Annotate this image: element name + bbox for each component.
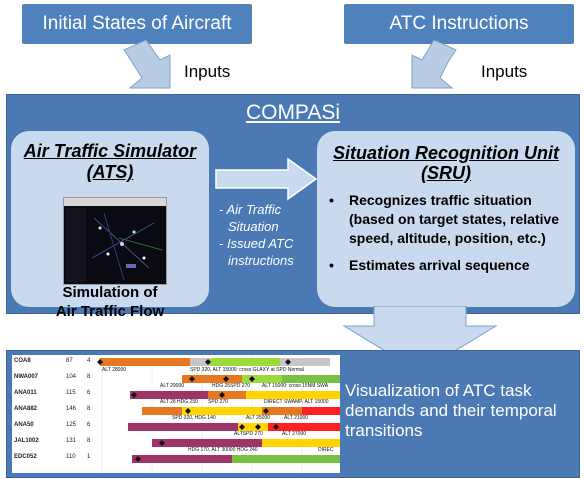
ats-caption-line1: Simulation of bbox=[62, 284, 158, 301]
flight-value-1: 146 bbox=[66, 406, 77, 412]
compasi-title: COMPASi bbox=[245, 101, 341, 124]
task-demand-gantt: COA8 87 4 NWA007 104 8 ANA011 115 6 ANA8… bbox=[12, 355, 340, 473]
annotation: ALT 28 HDG 250 bbox=[160, 399, 198, 405]
initial-states-label: Initial States of Aircraft bbox=[42, 13, 232, 34]
sru-panel: Situation Recognition Unit (SRU) Recogni… bbox=[317, 131, 575, 307]
ats-title-line2: (ATS) bbox=[86, 162, 134, 182]
annotation: SPD 320, ALT 15000: cross GLAXY at SPD N… bbox=[190, 367, 304, 373]
flight-id: ANA882 bbox=[14, 406, 38, 412]
sru-bullet-1: Recognizes traffic situation (based on t… bbox=[325, 191, 571, 248]
gantt-row: EDC052 110 1 bbox=[12, 453, 340, 466]
flight-id: ANA50 bbox=[14, 422, 34, 428]
sru-bullet-2: Estimates arrival sequence bbox=[325, 256, 571, 275]
atc-instructions-box: ATC Instructions bbox=[344, 4, 574, 44]
flight-value-1: 115 bbox=[66, 390, 76, 396]
sru-title-line2: (SRU) bbox=[421, 163, 471, 183]
inputs-label-right: Inputs bbox=[481, 62, 528, 81]
visualization-description: Visualization of ATC task demands and th… bbox=[345, 381, 557, 440]
flight-value-1: 87 bbox=[66, 358, 73, 364]
gantt-row: ANA011 115 6 bbox=[12, 389, 340, 402]
annotation: DIRECT SWAMP, ALT 15000 bbox=[264, 399, 329, 405]
flight-value-2: 8 bbox=[87, 374, 91, 380]
annotation: SPD 320, HDG 140 bbox=[172, 415, 216, 421]
flight-value-2: 6 bbox=[87, 390, 91, 396]
ats-caption: Simulation of Air Traffic Flow bbox=[11, 283, 209, 321]
flight-value-1: 104 bbox=[66, 374, 77, 380]
annotation: ALT 29000 bbox=[160, 383, 185, 389]
flight-id: ANA011 bbox=[14, 390, 37, 396]
radar-display bbox=[64, 198, 166, 282]
annotation: ALT 28000 bbox=[102, 367, 127, 373]
flight-value-1: 131 bbox=[66, 438, 77, 444]
inputs-label-left: Inputs bbox=[184, 62, 231, 81]
annotation: ALT 21000 bbox=[284, 415, 309, 421]
flow-label-1: - Air Traffic bbox=[219, 202, 282, 217]
flow-label-4: instructions bbox=[228, 253, 294, 268]
annotation: SPD 270 bbox=[208, 399, 229, 405]
gantt-bars bbox=[97, 355, 340, 473]
right-input-arrow bbox=[411, 39, 457, 89]
flow-label-2: Situation bbox=[228, 219, 279, 234]
input-arrows bbox=[123, 39, 457, 89]
gantt-row: NWA007 104 8 bbox=[12, 373, 340, 386]
simulator-screenshot bbox=[63, 197, 167, 285]
annotation: ALT 27000 bbox=[282, 431, 307, 437]
sru-title: Situation Recognition Unit (SRU) bbox=[317, 143, 575, 183]
annotation: HDG 170, ALT 30000 HDG 240 bbox=[188, 447, 258, 453]
down-arrow bbox=[342, 306, 498, 373]
flow-label-3: - Issued ATC bbox=[219, 236, 294, 251]
ats-title: Air Traffic Simulator (ATS) bbox=[11, 141, 209, 183]
flight-id: JAL1002 bbox=[14, 438, 39, 444]
flight-value-2: 1 bbox=[87, 454, 91, 460]
flight-value-2: 4 bbox=[87, 358, 91, 364]
annotation: ALT 15000: cross 15NM SWA bbox=[262, 383, 329, 389]
compasi-container: COMPASi Air Traffic Simulator (ATS) bbox=[6, 94, 580, 320]
gantt-annotations: ALT 28000 SPD 320, ALT 15000: cross GLAX… bbox=[12, 355, 340, 473]
ats-title-line1: Air Traffic Simulator bbox=[23, 141, 197, 161]
gantt-row: ANA50 125 6 bbox=[12, 421, 340, 434]
flight-id: NWA007 bbox=[14, 374, 39, 380]
ats-panel: Air Traffic Simulator (ATS) Simulation o… bbox=[11, 131, 209, 320]
gantt-row: JAL1002 131 8 bbox=[12, 437, 340, 450]
initial-states-box: Initial States of Aircraft bbox=[22, 4, 252, 44]
sru-title-line1: Situation Recognition Unit bbox=[333, 143, 559, 163]
gantt-row: ANA882 146 8 bbox=[12, 405, 340, 418]
annotation: ALT 25000 bbox=[246, 415, 271, 421]
gantt-row: COA8 87 4 bbox=[12, 357, 340, 370]
annotation: ALTSPD 270 bbox=[234, 431, 263, 437]
flight-id: EDC052 bbox=[14, 454, 37, 460]
flight-value-1: 125 bbox=[66, 422, 77, 428]
left-input-arrow bbox=[123, 39, 171, 89]
flight-value-2: 8 bbox=[87, 406, 91, 412]
atc-instructions-label: ATC Instructions bbox=[389, 13, 529, 34]
flight-id: COA8 bbox=[14, 358, 31, 364]
ats-caption-line2: Air Traffic Flow bbox=[55, 303, 165, 320]
flow-labels: - Air Traffic Situation - Issued ATC ins… bbox=[219, 201, 305, 269]
flight-value-2: 6 bbox=[87, 422, 91, 428]
flight-value-1: 110 bbox=[66, 454, 76, 460]
ats-to-sru-arrow bbox=[215, 157, 318, 201]
sru-bullet-list: Recognizes traffic situation (based on t… bbox=[325, 191, 571, 283]
annotation: HDG 25SPD 270 bbox=[212, 383, 251, 389]
visualization-container: COA8 87 4 NWA007 104 8 ANA011 115 6 ANA8… bbox=[6, 350, 580, 478]
annotation: DIREC bbox=[318, 447, 334, 453]
flight-value-2: 8 bbox=[87, 438, 91, 444]
